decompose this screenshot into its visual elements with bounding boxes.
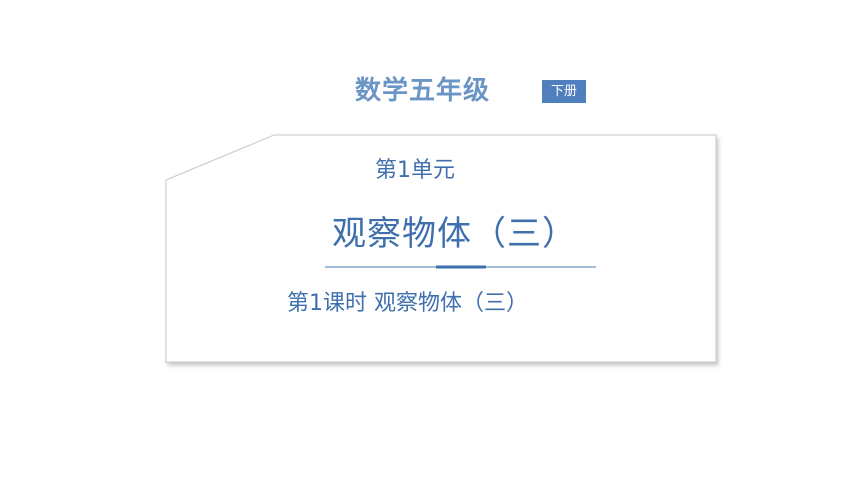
subject-title: 数学五年级	[355, 76, 491, 106]
lesson-title: 第1课时 观察物体（三）	[287, 291, 528, 316]
card-outline	[165, 134, 717, 363]
main-title: 观察物体（三）	[332, 214, 577, 254]
volume-badge: 下册	[542, 80, 586, 103]
unit-label: 第1单元	[375, 158, 455, 183]
